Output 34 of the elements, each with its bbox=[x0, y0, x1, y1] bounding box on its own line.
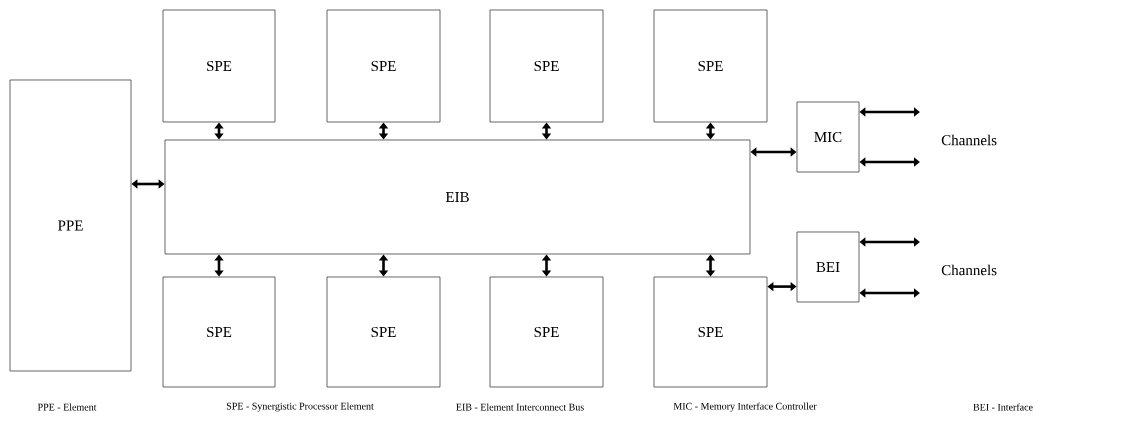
arrow bbox=[214, 254, 224, 277]
legend-text: SPE - Synergistic Processor Element bbox=[226, 402, 374, 412]
channel-label: Channels bbox=[941, 264, 997, 276]
unit-box: MIC bbox=[796, 101, 860, 173]
unit-box: SPE bbox=[162, 9, 276, 123]
arrow bbox=[541, 254, 552, 277]
unit-box: SPE bbox=[489, 276, 604, 388]
arrow bbox=[859, 107, 920, 117]
legend-text: PPE - Element bbox=[37, 403, 97, 411]
unit-box: SPE bbox=[162, 276, 276, 388]
arrow bbox=[214, 122, 224, 140]
legend-text: EIB - Element Interconnect Bus bbox=[456, 403, 584, 411]
arrow bbox=[859, 288, 920, 298]
unit-box: SPE bbox=[653, 276, 768, 388]
unit-box: SPE bbox=[326, 276, 441, 388]
arrow bbox=[705, 254, 716, 277]
processor-box: PPE bbox=[9, 79, 132, 372]
arrow bbox=[541, 122, 552, 140]
legend-text: MIC - Memory Interface Controller bbox=[673, 402, 817, 412]
arrow bbox=[750, 147, 797, 157]
arrow bbox=[378, 122, 389, 140]
unit-box: BEI bbox=[796, 231, 860, 303]
bus-box: EIB bbox=[164, 139, 751, 255]
unit-box: SPE bbox=[489, 9, 604, 123]
arrow bbox=[859, 237, 920, 247]
arrow bbox=[767, 281, 797, 292]
arrow bbox=[859, 157, 920, 167]
channel-label: Channels bbox=[941, 134, 997, 146]
unit-box: SPE bbox=[653, 9, 768, 123]
arrow bbox=[705, 122, 716, 140]
arrow bbox=[131, 179, 165, 189]
legend-text: BEI - Interface bbox=[973, 403, 1033, 411]
arrow bbox=[378, 254, 389, 277]
unit-box: SPE bbox=[326, 9, 441, 123]
